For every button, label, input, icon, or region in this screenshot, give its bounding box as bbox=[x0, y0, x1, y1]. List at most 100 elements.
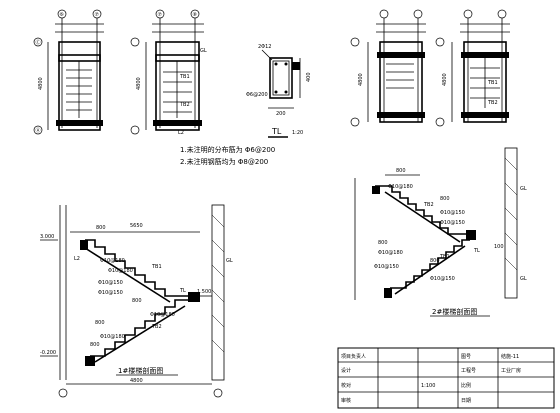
grid-bubble bbox=[213, 388, 223, 398]
tb-label: 项目负责人 bbox=[341, 353, 366, 360]
tb-label: 日期 bbox=[461, 398, 471, 404]
plan-4: TB1 TB2 4800 bbox=[435, 9, 510, 127]
svg-text:4800: 4800 bbox=[358, 73, 364, 86]
tb-value: 结施-11 bbox=[501, 353, 519, 360]
beam-label: TB1 bbox=[179, 74, 190, 80]
rebar-label: Φ10@150 bbox=[440, 220, 465, 226]
grid-bubble bbox=[58, 388, 68, 398]
beam-label: TB1 bbox=[487, 80, 498, 86]
tb-value: 1:100 bbox=[421, 383, 435, 389]
stair-section-left: 800 5650 Φ10@180 Φ10@180 Φ10@150 Φ10@150… bbox=[40, 204, 233, 398]
detail-top-label: 2Φ12 bbox=[258, 44, 271, 50]
grid-label: ⑥ bbox=[60, 12, 65, 18]
stair-label: TB2 bbox=[151, 324, 162, 330]
rebar-label: Φ10@150 bbox=[98, 280, 123, 286]
stair-label: TB2 bbox=[423, 202, 434, 208]
dim-label: 800 bbox=[430, 258, 440, 264]
stair-label: TL bbox=[473, 248, 480, 254]
rebar-label: Φ10@150 bbox=[440, 210, 465, 216]
dim-label: 800 bbox=[96, 225, 106, 231]
svg-text:4800: 4800 bbox=[130, 378, 143, 384]
svg-text:⑧: ⑧ bbox=[193, 12, 198, 18]
rebar-label: Φ10@150 bbox=[98, 290, 123, 296]
detail-title: TL bbox=[271, 127, 282, 136]
dim-label: 800 bbox=[95, 320, 105, 326]
grid-bubble bbox=[33, 125, 43, 135]
dim-label: 800 bbox=[440, 196, 450, 202]
dim-label: 800 bbox=[90, 342, 100, 348]
note-line: 1.未注明的分布筋为 Φ6@200 bbox=[180, 145, 275, 154]
grid-bubble bbox=[435, 117, 445, 127]
svg-text:5650: 5650 bbox=[130, 223, 143, 229]
svg-text:Ⓒ: Ⓒ bbox=[36, 39, 41, 46]
note-line: 2.未注明钢筋均为 Φ8@200 bbox=[180, 157, 268, 166]
level-label: 1.500 bbox=[197, 289, 211, 295]
rebar-label: Φ10@180 bbox=[100, 258, 125, 264]
title-block: 项目负责人 图号 结施-11 设计 工程号 工业厂房 校对 1:100 比例 审… bbox=[337, 347, 555, 409]
tb-value: 工业厂房 bbox=[501, 367, 521, 374]
tb-label: 图号 bbox=[461, 354, 471, 360]
plan-3: 4800 bbox=[350, 9, 426, 127]
stair-label: GL bbox=[226, 258, 233, 264]
svg-text:4800: 4800 bbox=[136, 77, 142, 90]
stair-label: TB1 bbox=[439, 254, 450, 260]
detail-side-label: Φ6@200 bbox=[246, 92, 268, 98]
plan-outline bbox=[58, 41, 101, 131]
grid-bubble bbox=[379, 9, 389, 19]
beam-label: GL bbox=[200, 48, 207, 54]
tb-label: 设计 bbox=[341, 367, 351, 374]
svg-text:⑦: ⑦ bbox=[158, 12, 163, 18]
dim-label: 800 bbox=[132, 298, 142, 304]
plan-outline bbox=[379, 41, 423, 123]
detail-scale: 1:20 bbox=[292, 130, 303, 136]
rebar-label: Φ10@180 bbox=[100, 334, 125, 340]
rebar-label: Φ10@180 bbox=[150, 312, 175, 318]
stair-label: TB1 bbox=[151, 264, 162, 270]
beam-label: TB2 bbox=[179, 102, 190, 108]
tb-label: 比例 bbox=[461, 382, 471, 389]
section-title: 1#楼梯剖面图 bbox=[118, 366, 163, 375]
svg-text:4800: 4800 bbox=[38, 77, 44, 90]
beam-section bbox=[269, 57, 293, 99]
grid-label: ⑦ bbox=[95, 12, 100, 18]
notes: 1.未注明的分布筋为 Φ6@200 2.未注明钢筋均为 Φ8@200 bbox=[180, 145, 275, 166]
grid-bubble bbox=[130, 125, 140, 135]
stair-label: GL bbox=[520, 276, 527, 282]
beam-label: TB2 bbox=[487, 100, 498, 106]
grid-bubble bbox=[33, 37, 43, 47]
rebar-label: Φ10@180 bbox=[378, 250, 403, 256]
beam-label: L2 bbox=[178, 130, 184, 136]
tb-label: 审核 bbox=[341, 397, 351, 404]
grid-bubble bbox=[350, 37, 360, 47]
svg-text:4800: 4800 bbox=[442, 73, 448, 86]
grid-bubble bbox=[413, 9, 423, 19]
grid-bubble bbox=[130, 37, 140, 47]
detail-height: 400 bbox=[306, 72, 312, 82]
rebar-label: Φ10@180 bbox=[108, 268, 133, 274]
rebar-label: Φ10@180 bbox=[388, 184, 413, 190]
stair-label: GL bbox=[520, 186, 527, 192]
grid-bubble bbox=[350, 117, 360, 127]
grid-bubble bbox=[463, 9, 473, 19]
tb-label: 工程号 bbox=[461, 367, 476, 374]
level-label: -0.200 bbox=[40, 350, 56, 356]
dim-side: 100 bbox=[494, 244, 504, 250]
svg-text:Ⓐ: Ⓐ bbox=[36, 127, 41, 134]
section-detail: 2Φ12 Φ6@200 200 400 TL 1:20 bbox=[246, 44, 312, 138]
plan-outline bbox=[463, 41, 507, 123]
dim-label: 800 bbox=[378, 240, 388, 246]
stair-label: TL bbox=[179, 288, 186, 294]
tb-label: 校对 bbox=[341, 382, 351, 389]
title-block-frame bbox=[337, 347, 555, 409]
plan-outline bbox=[155, 41, 200, 131]
stair-section-right: 800 Φ10@180 800 Φ10@150 Φ10@150 800 Φ10@… bbox=[354, 147, 527, 317]
level-label: 3.000 bbox=[40, 234, 54, 240]
rebar-label: Φ10@150 bbox=[374, 264, 399, 270]
detail-width: 200 bbox=[276, 111, 286, 117]
section-title: 2#楼梯剖面图 bbox=[432, 307, 477, 316]
grid-bubble bbox=[497, 9, 507, 19]
dim-label: 800 bbox=[396, 168, 406, 174]
rebar-label: Φ10@150 bbox=[430, 276, 455, 282]
plan-2: ⑦ ⑧ TB1 TB2 GL L2 4800 bbox=[130, 9, 207, 136]
